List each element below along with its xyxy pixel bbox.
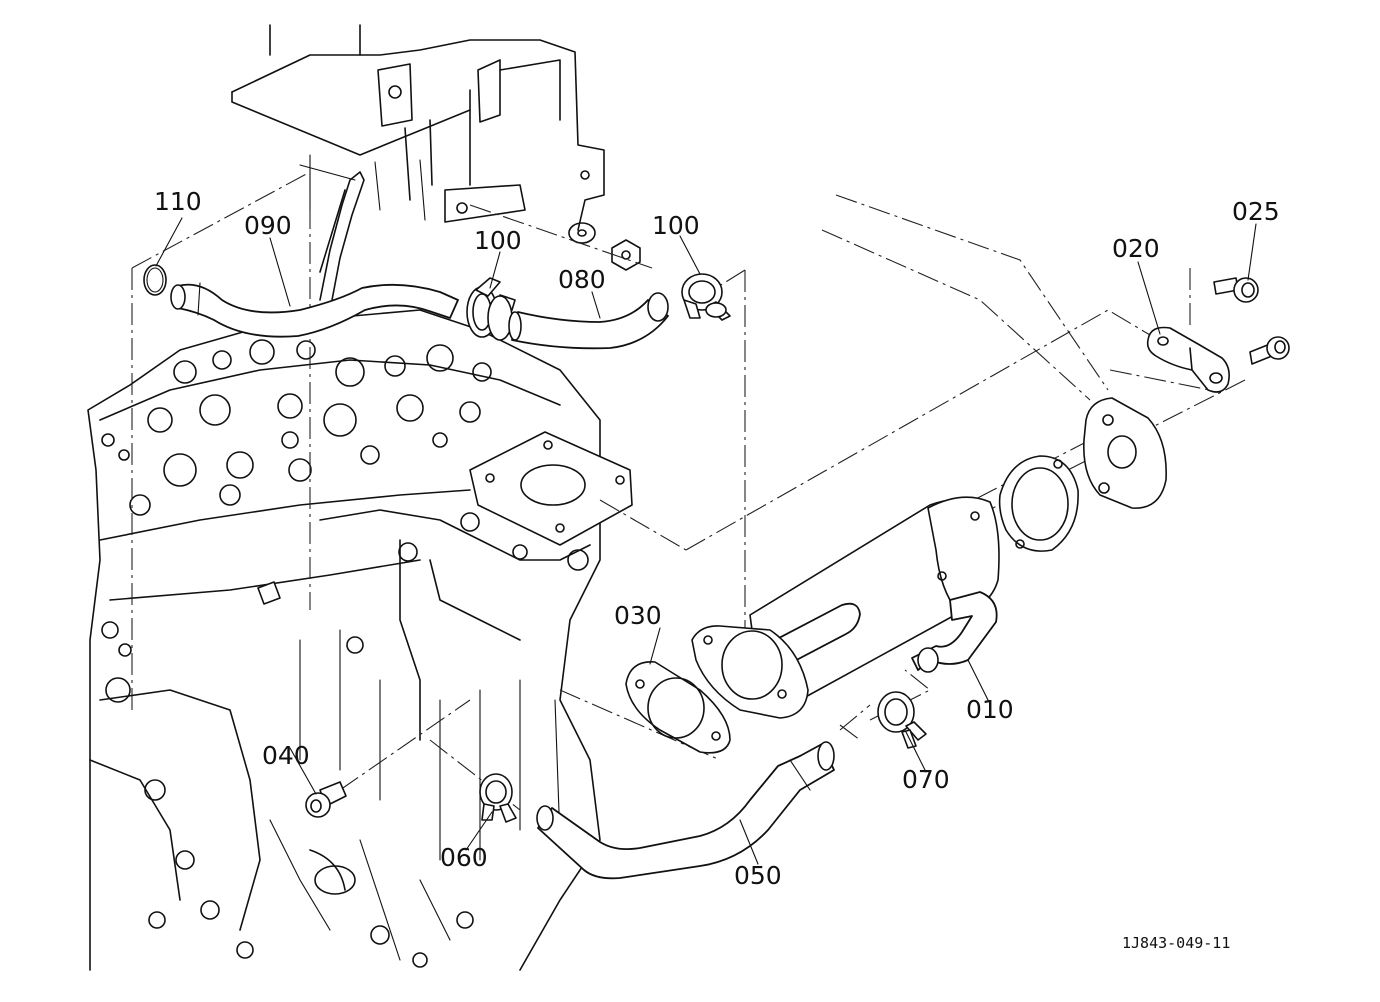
drawing-number: 1J843-049-11 [1122,934,1230,952]
hose-080 [508,292,669,350]
callout-100-right: 100 [652,211,700,240]
callout-030: 030 [614,601,662,630]
callout-025: 025 [1232,197,1280,226]
callout-010: 010 [966,695,1014,724]
flange-plate [1083,397,1167,509]
o-ring-110 [143,264,167,296]
engine-block [87,24,653,971]
callout-090: 090 [244,211,292,240]
leader-lines [155,217,1257,865]
bolt-040 [257,581,347,818]
bracket-020 [1146,326,1230,393]
egr-cooler-010 [691,496,1000,719]
hose-clamp-060 [479,773,517,823]
callout-050: 050 [734,861,782,890]
bolt-025-lower [1249,336,1290,365]
pipe-050 [536,741,835,880]
gasket-right [998,455,1079,552]
callout-110: 110 [154,187,202,216]
gasket-030 [625,661,731,754]
callout-070: 070 [902,765,950,794]
callout-labels: 110 090 100 100 080 020 025 030 010 040 … [154,187,1280,952]
callout-080: 080 [558,265,606,294]
callout-060: 060 [440,843,488,872]
bolt-025-upper [1213,277,1259,303]
hose-clamp-100-left [466,277,516,341]
callout-040: 040 [262,741,310,770]
callout-100-left: 100 [474,226,522,255]
hose-090 [170,171,459,338]
hose-clamp-100-right [681,273,731,321]
hose-clamp-070 [877,691,927,749]
callout-020: 020 [1112,234,1160,263]
